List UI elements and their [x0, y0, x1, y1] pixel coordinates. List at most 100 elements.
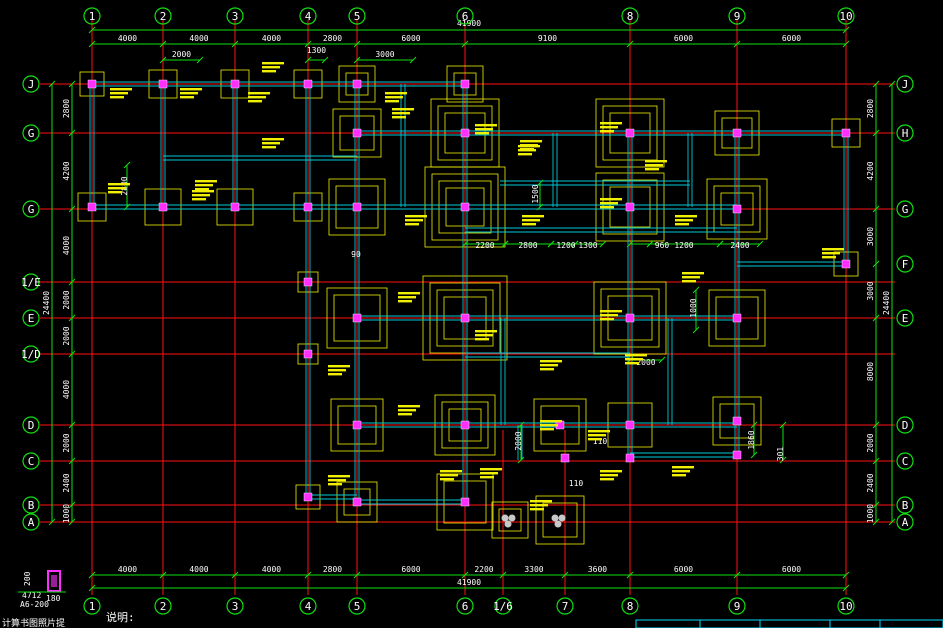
grid-bubble-right-6: C: [902, 455, 909, 468]
dim-tick: [353, 40, 361, 48]
grid-bubble-bottom-extra-0: 1/6: [493, 600, 513, 613]
grid-bubble-top-3: 4: [305, 10, 312, 23]
dim-tick: [196, 56, 204, 64]
column: [841, 128, 851, 138]
pile: [554, 520, 562, 528]
footing-label-mark: [540, 364, 558, 367]
grid-bubble-left-1: G: [28, 127, 35, 140]
grid-bubble-left-6: D: [28, 419, 35, 432]
dim-tick: [888, 518, 896, 526]
footing-label-mark: [392, 112, 410, 115]
footing-label-mark: [192, 198, 206, 201]
dim-tick: [733, 571, 741, 579]
column: [230, 79, 240, 89]
dim-bottom-value: 3600: [588, 565, 607, 574]
column: [732, 204, 742, 214]
footing-outline: [293, 69, 323, 99]
dim-top-value: 6000: [674, 34, 693, 43]
footing-outline: [438, 180, 492, 234]
dim-tick: [304, 56, 312, 64]
grid-bubble-top-4-circle: [348, 7, 366, 25]
footing-label-mark: [672, 474, 686, 477]
dim-tick: [872, 80, 880, 88]
pile: [504, 520, 512, 528]
footing-outline: [293, 192, 323, 222]
dim-tick: [159, 40, 167, 48]
dim-tick: [321, 56, 329, 64]
grid-bubble-top-0: 1: [89, 10, 96, 23]
dim-tick: [842, 584, 850, 592]
footing-outline: [295, 484, 321, 510]
column: [625, 420, 635, 430]
footing-label-mark: [398, 405, 420, 408]
column: [230, 202, 240, 212]
dim-tick: [626, 571, 634, 579]
grid-bubble-right-4: E: [902, 312, 909, 325]
dim-tick: [88, 584, 96, 592]
grid-bubble-top-4: 5: [354, 10, 361, 23]
footing-label-mark: [108, 183, 130, 186]
footing-outline: [443, 296, 487, 340]
dim-tick: [123, 161, 131, 169]
grid-bubble-bottom-5: 6: [462, 600, 469, 613]
grid-bubble-bottom-6-circle: [621, 597, 639, 615]
footing-label-mark: [328, 479, 346, 482]
dim-top-value: 6000: [401, 34, 420, 43]
column: [158, 79, 168, 89]
dim-tick: [501, 240, 509, 248]
grid-bubble-bottom-extra-1-circle: [556, 597, 574, 615]
dim-tick: [517, 456, 525, 464]
footing-label-mark: [110, 88, 132, 91]
grid-bubble-right-2: G: [902, 203, 909, 216]
grid-bubble-right-1-circle: [896, 124, 914, 142]
footing-label-mark: [108, 191, 122, 194]
footing-label-mark: [522, 223, 536, 226]
footing-label-mark: [540, 368, 554, 371]
column: [87, 79, 97, 89]
dim-tick: [461, 571, 469, 579]
grid-bubble-left-0: J: [28, 78, 35, 91]
footing-outline: [77, 192, 107, 222]
column: [87, 202, 97, 212]
dim-right-value: 1000: [866, 504, 875, 523]
dim-left-value: 4000: [62, 236, 71, 255]
footing-outline: [453, 72, 477, 96]
dim-interior-value: 2800: [518, 241, 537, 250]
footing-label-mark: [475, 132, 489, 135]
grid-bubble-bottom-3: 4: [305, 600, 312, 613]
footing-label-mark: [682, 272, 704, 275]
dim-interior-value: 90: [351, 250, 361, 259]
footing-label-mark: [518, 145, 540, 148]
footing-label-mark: [672, 470, 690, 473]
grid-bubble-right-3-circle: [896, 255, 914, 273]
footing-label-mark: [328, 373, 342, 376]
footing-label-mark: [475, 128, 493, 131]
grid-bubble-bottom-8: 10: [839, 600, 852, 613]
grid-bubble-top-7: 9: [734, 10, 741, 23]
grid-bubble-bottom-7: 9: [734, 600, 741, 613]
dim-tick: [88, 40, 96, 48]
footing-outline: [79, 71, 105, 97]
footing-label-mark: [108, 187, 126, 190]
footing-label-mark: [518, 153, 532, 156]
footing-label-mark: [328, 483, 342, 486]
column: [352, 420, 362, 430]
dim-tick: [733, 40, 741, 48]
footing-outline: [436, 289, 494, 347]
footing-label-mark: [475, 334, 493, 337]
grid-bubble-bottom-8-circle: [837, 597, 855, 615]
column: [303, 79, 313, 89]
footing-label-mark: [588, 430, 610, 433]
legend-side-label: 180: [46, 594, 61, 603]
grid-bubble-bottom-3-circle: [299, 597, 317, 615]
footing-label-mark: [600, 314, 618, 317]
footing-label-mark: [405, 223, 419, 226]
footing-outline: [220, 69, 250, 99]
footing-label-mark: [262, 70, 276, 73]
footing-outline: [343, 488, 371, 516]
grid-bubble-left-7-circle: [22, 452, 40, 470]
dim-tick: [547, 240, 555, 248]
footing-outline: [446, 65, 484, 103]
footing-label-mark: [600, 126, 618, 129]
